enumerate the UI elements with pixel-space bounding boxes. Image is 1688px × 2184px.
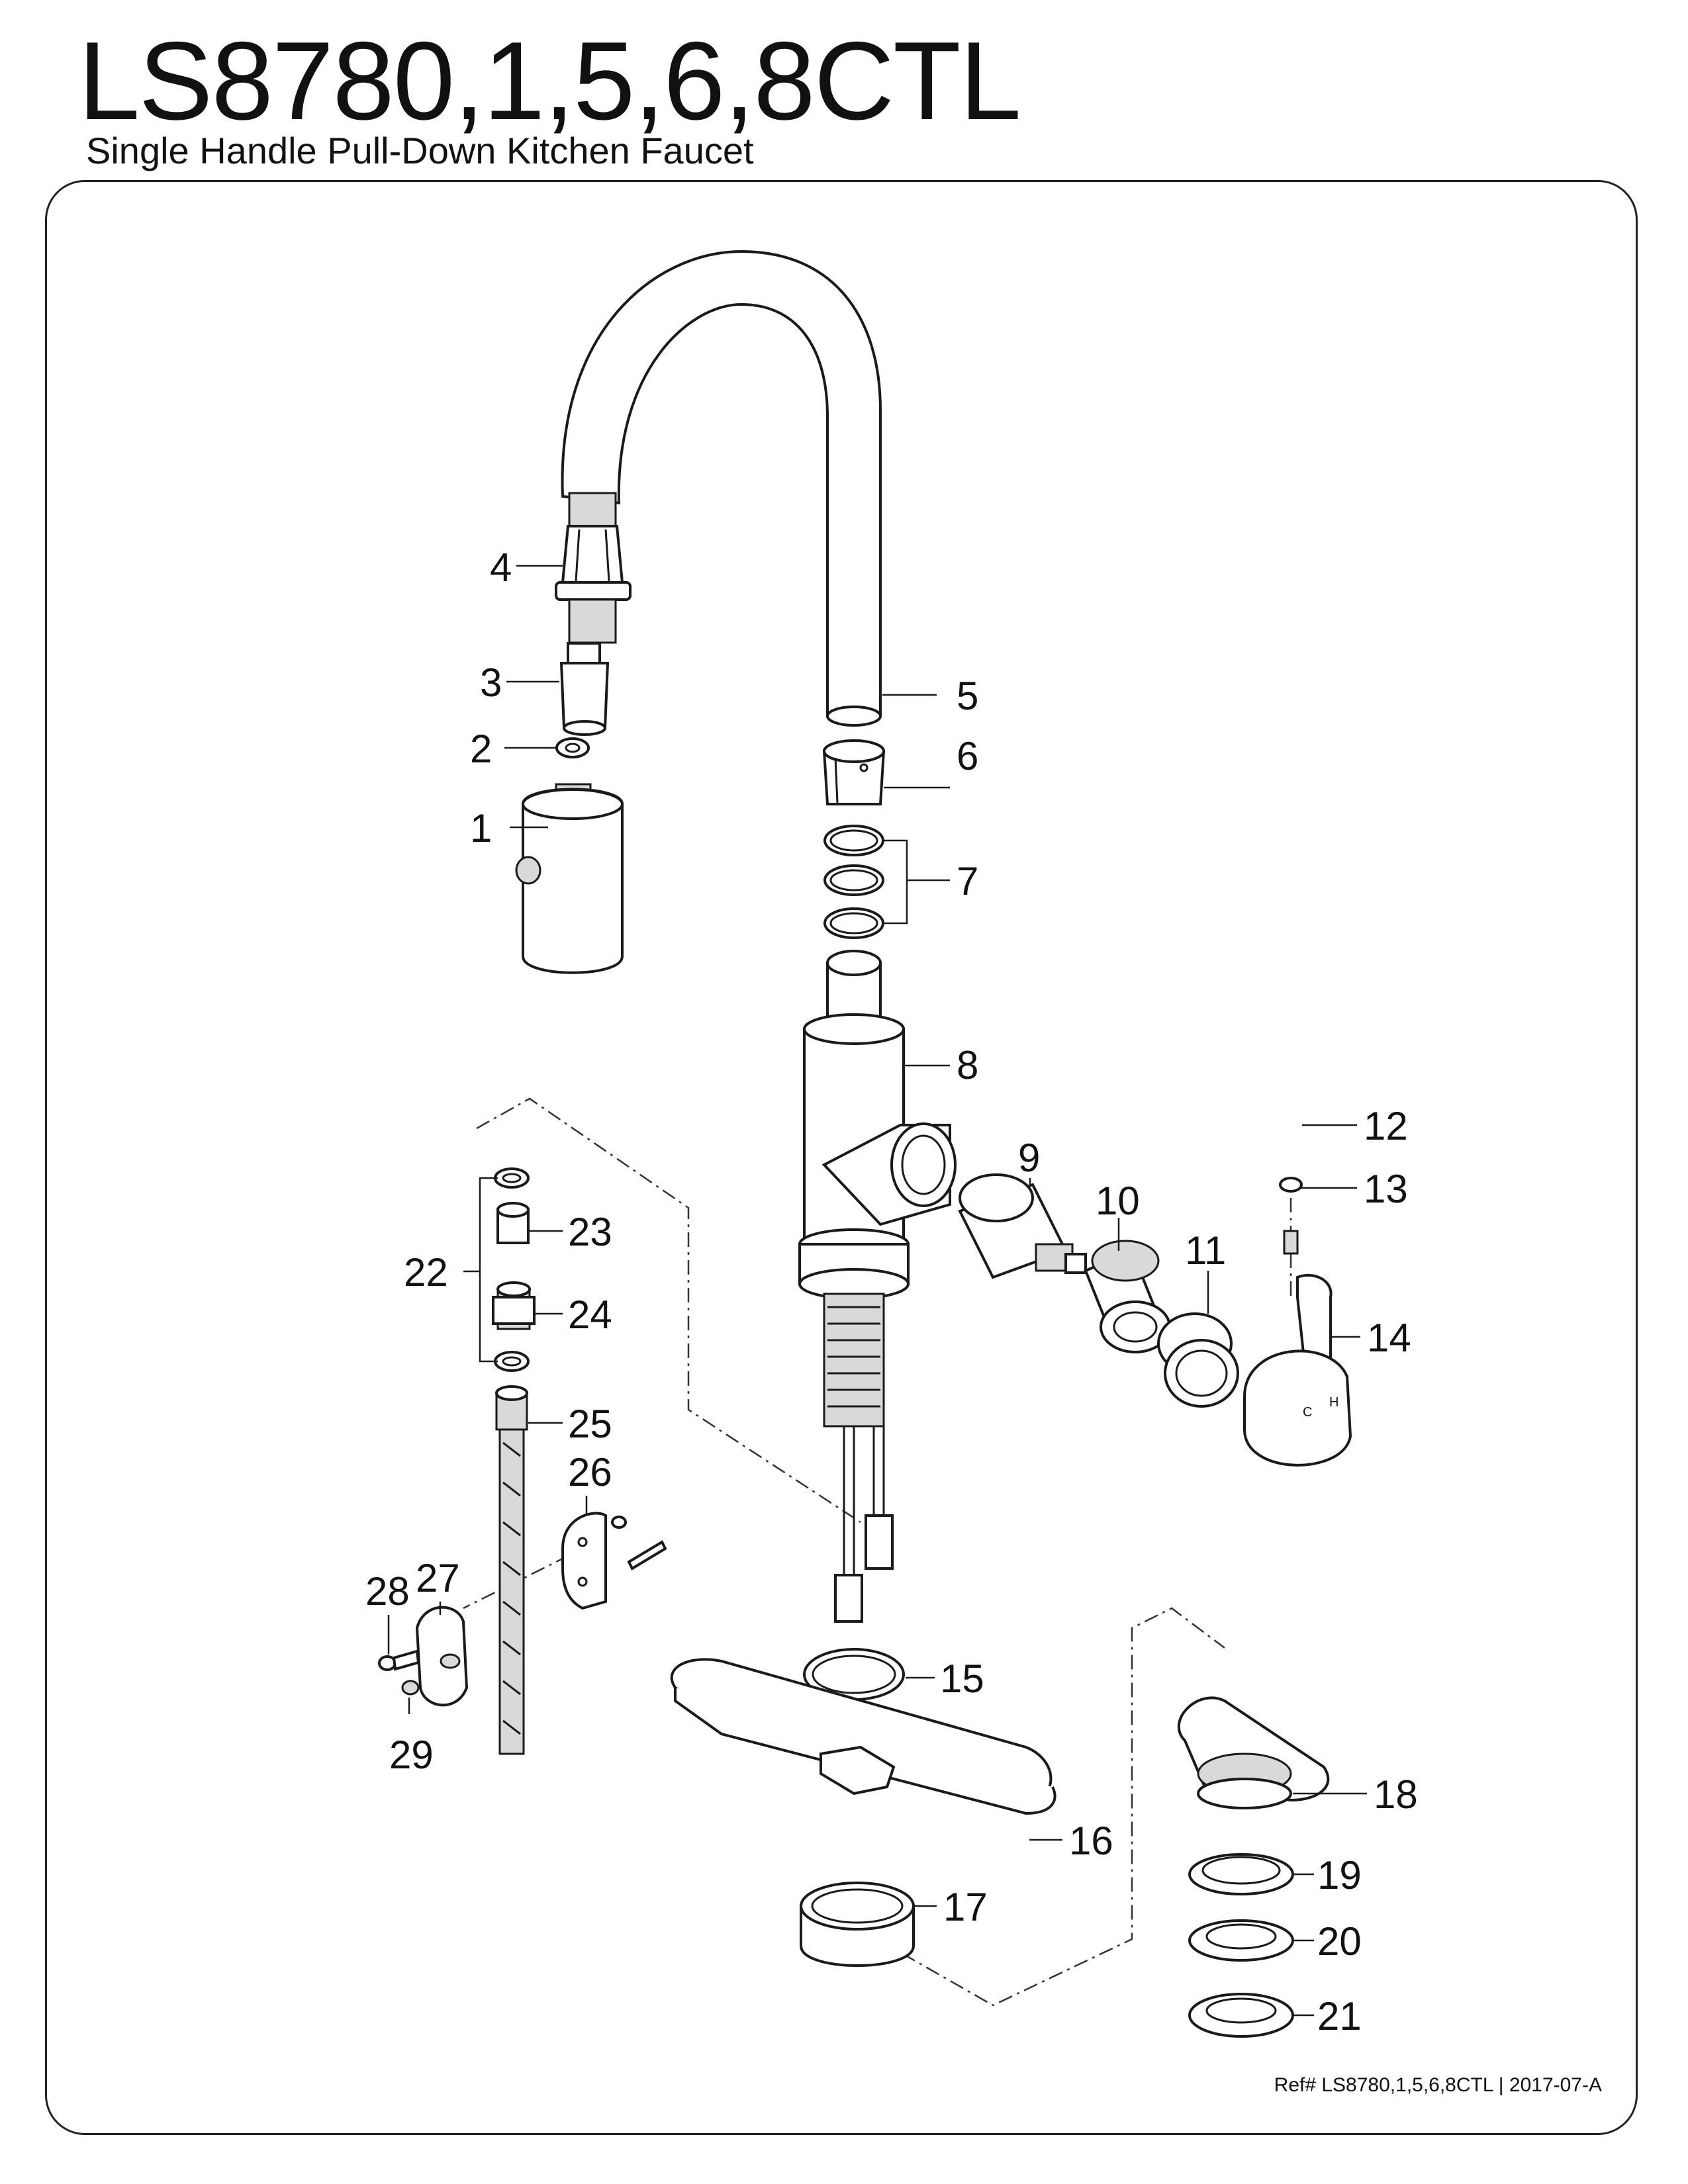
part-label-9: 9 bbox=[1018, 1136, 1040, 1180]
faucet-body-part-8 bbox=[798, 950, 957, 1623]
part-label-23: 23 bbox=[568, 1210, 612, 1254]
washer-part-19 bbox=[1188, 1853, 1294, 1895]
part-label-13: 13 bbox=[1364, 1167, 1408, 1211]
part-label-21: 21 bbox=[1317, 1994, 1362, 2038]
washer-part-20 bbox=[1188, 1919, 1294, 1962]
supply-connector-group-22 bbox=[479, 1167, 536, 1372]
base-gasket-part-15 bbox=[803, 1648, 905, 1701]
part-label-17: 17 bbox=[943, 1885, 988, 1929]
hose-nut-part-4 bbox=[555, 492, 632, 644]
washer-part-2 bbox=[555, 737, 590, 758]
part-label-7: 7 bbox=[957, 859, 978, 903]
part-label-3: 3 bbox=[480, 660, 502, 705]
handle-cold-mark: C bbox=[1303, 1405, 1312, 1420]
bonnet-nut-part-10 bbox=[1084, 1240, 1171, 1353]
part-label-28: 28 bbox=[365, 1569, 410, 1614]
part-label-1: 1 bbox=[470, 806, 492, 850]
part-label-25: 25 bbox=[568, 1402, 612, 1446]
part-label-5: 5 bbox=[957, 674, 978, 718]
spout-part-5 bbox=[561, 250, 882, 727]
part-label-27: 27 bbox=[416, 1556, 460, 1600]
set-screw-part-13 bbox=[1283, 1230, 1299, 1255]
split-sleeve-part-6 bbox=[822, 739, 886, 805]
spray-head-part-1 bbox=[515, 783, 624, 974]
part-label-24: 24 bbox=[568, 1293, 612, 1337]
supply-hose-part-25 bbox=[495, 1385, 528, 1755]
assembly-guide-bottom bbox=[853, 1607, 1225, 2007]
part-label-14: 14 bbox=[1367, 1316, 1411, 1360]
part-label-4: 4 bbox=[490, 545, 512, 590]
cartridge-part-9 bbox=[958, 1173, 1087, 1279]
handle-hot-mark: H bbox=[1329, 1395, 1338, 1410]
screw-part-26 bbox=[611, 1516, 667, 1570]
reference-note: Ref# LS8780,1,5,6,8CTL | 2017-07-A bbox=[1274, 2074, 1602, 2096]
part-label-19: 19 bbox=[1317, 1853, 1362, 1897]
part-label-29: 29 bbox=[389, 1733, 434, 1777]
part-label-26: 26 bbox=[568, 1450, 612, 1494]
nut-part-29 bbox=[401, 1680, 420, 1696]
part-label-20: 20 bbox=[1317, 1919, 1362, 1964]
part-label-15: 15 bbox=[940, 1657, 984, 1701]
weight-clamp-part-27 bbox=[415, 1606, 469, 1707]
part-label-2: 2 bbox=[470, 727, 492, 771]
index-button-part-12 bbox=[1279, 1177, 1303, 1193]
part-label-10: 10 bbox=[1096, 1179, 1140, 1223]
leader-lines bbox=[387, 565, 1367, 2017]
part-label-11: 11 bbox=[1185, 1228, 1226, 1273]
assembly-guide-left bbox=[476, 1097, 861, 1524]
mounting-bracket-part-18 bbox=[1177, 1696, 1330, 1809]
weight-half-part-26 bbox=[561, 1512, 607, 1610]
part-label-12: 12 bbox=[1364, 1104, 1408, 1148]
o-rings-part-7 bbox=[823, 825, 884, 939]
cap-ring-part-11 bbox=[1157, 1312, 1239, 1408]
part-label-8: 8 bbox=[957, 1043, 978, 1087]
page-subtitle: Single Handle Pull-Down Kitchen Faucet bbox=[86, 130, 754, 171]
part-label-22: 22 bbox=[404, 1250, 448, 1295]
mounting-ring-part-17 bbox=[800, 1882, 915, 1967]
lever-handle-part-14 bbox=[1243, 1273, 1352, 1467]
deck-plate-part-16 bbox=[670, 1658, 1056, 1815]
part-label-18: 18 bbox=[1374, 1772, 1418, 1817]
part-label-16: 16 bbox=[1069, 1819, 1113, 1863]
mounting-nut-part-21 bbox=[1188, 1993, 1294, 2038]
diagram-frame bbox=[45, 180, 1638, 2135]
page-title: LS8780,1,5,6,8CTL bbox=[78, 19, 1021, 143]
part-label-6: 6 bbox=[957, 734, 978, 778]
hose-connector-part-3 bbox=[559, 642, 610, 736]
screw-part-28 bbox=[378, 1649, 420, 1671]
